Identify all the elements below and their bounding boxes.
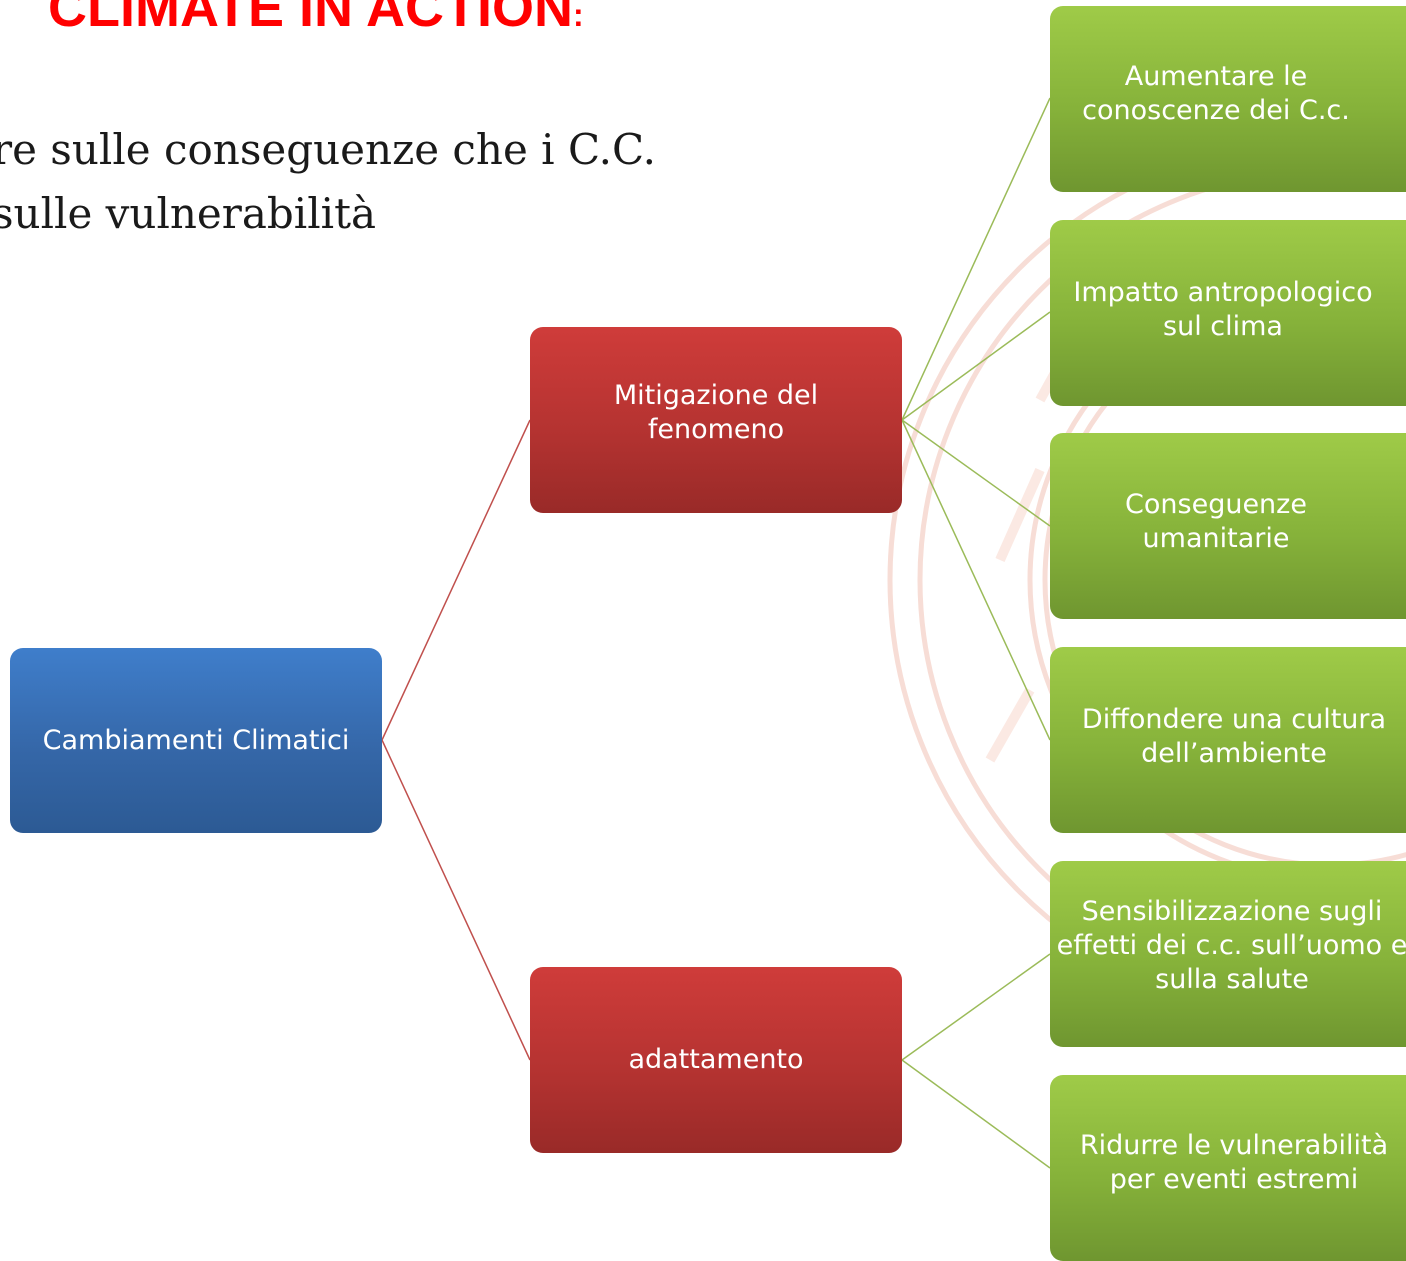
leaf-node-2-label: Impatto antropologico sul clima <box>1073 277 1373 342</box>
slide-title-text: CLIMATE IN ACTION <box>48 0 573 38</box>
leaf-node-conseguenze-umanitarie: Conseguenze umanitarie <box>1050 433 1406 619</box>
slide-title: CLIMATE IN ACTION: <box>48 0 584 45</box>
leaf-node-4-label: Diffondere una cultura dell’ambiente <box>1081 704 1387 769</box>
leaf-node-5-label: Sensibilizzazione sugli effetti dei c.c.… <box>1056 896 1406 995</box>
root-node-label: Cambiamenti Climatici <box>42 724 350 756</box>
subtitle-line-2: sulle vulnerabilità <box>0 189 377 238</box>
leaf-node-diffondere-cultura: Diffondere una cultura dell’ambiente <box>1050 647 1406 833</box>
connector-mitigazione-to-leaf-2 <box>901 311 1051 421</box>
leaf-node-ridurre-vulnerabilita: Ridurre le vulnerabilità per eventi estr… <box>1050 1075 1406 1261</box>
connector-adattamento-to-leaf-5 <box>901 953 1051 1061</box>
subtitle-line-1: re sulle conseguenze che i C.C. <box>0 125 656 174</box>
leaf-node-aumentare-conoscenze: Aumentare le conoscenze dei C.c. <box>1050 6 1406 192</box>
slide-title-colon: : <box>572 0 584 33</box>
leaf-node-impatto-antropologico: Impatto antropologico sul clima <box>1050 220 1406 406</box>
leaf-node-sensibilizzazione: Sensibilizzazione sugli effetti dei c.c.… <box>1050 861 1406 1047</box>
connector-mitigazione-to-leaf-4 <box>901 419 1051 741</box>
branch-node-adattamento: adattamento <box>530 967 902 1153</box>
root-node-cambiamenti-climatici: Cambiamenti Climatici <box>10 648 382 833</box>
connector-mitigazione-to-leaf-3 <box>901 419 1051 527</box>
branch-node-mitigazione-label: Mitigazione del fenomeno <box>613 380 819 445</box>
leaf-node-6-label: Ridurre le vulnerabilità per eventi estr… <box>1079 1130 1389 1195</box>
connector-adattamento-to-leaf-6 <box>901 1059 1051 1169</box>
connector-mitigazione-to-leaf-1 <box>901 97 1051 421</box>
connector-root-to-adattamento <box>381 739 531 1061</box>
connector-root-to-mitigazione <box>381 419 531 741</box>
leaf-node-1-label: Aumentare le conoscenze dei C.c. <box>1082 61 1350 126</box>
branch-node-mitigazione: Mitigazione del fenomeno <box>530 327 902 513</box>
slide-subtitle: re sulle conseguenze che i C.C. sulle vu… <box>0 118 656 246</box>
branch-node-adattamento-label: adattamento <box>628 1044 804 1075</box>
leaf-node-3-label: Conseguenze umanitarie <box>1125 489 1307 554</box>
